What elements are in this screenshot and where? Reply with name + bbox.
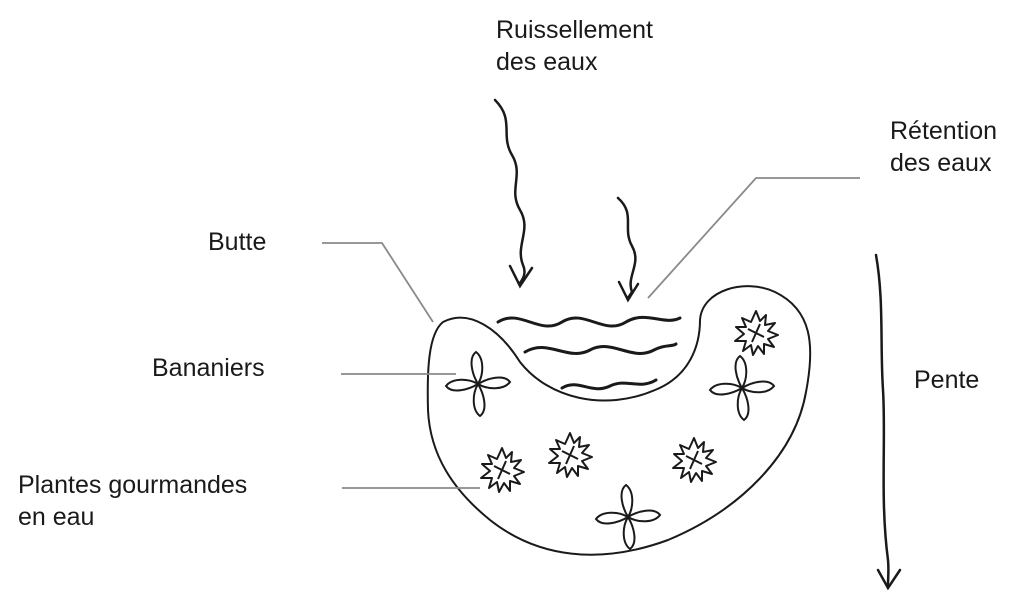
label-ruissellement: Ruissellement des eaux xyxy=(496,14,653,78)
water-wave-icon xyxy=(498,317,680,388)
label-plantes: Plantes gourmandes en eau xyxy=(18,469,247,533)
label-retention-line-2: des eaux xyxy=(890,147,997,179)
wavy-arrow-icon xyxy=(495,100,638,300)
water-loving-plant-icon xyxy=(735,311,778,355)
label-plantes-line-1: Plantes gourmandes xyxy=(18,469,247,501)
label-ruissellement-line-2: des eaux xyxy=(496,46,653,78)
banana-plant-icon xyxy=(596,485,660,549)
water-loving-plant-icon xyxy=(549,433,592,477)
label-ruissellement-line-1: Ruissellement xyxy=(496,14,653,46)
label-pente: Pente xyxy=(914,364,979,396)
banana-plant-icon xyxy=(446,352,510,416)
label-retention-line-1: Rétention xyxy=(890,115,997,147)
label-bananiers: Bananiers xyxy=(152,352,265,384)
label-butte: Butte xyxy=(208,226,266,258)
label-plantes-line-2: en eau xyxy=(18,501,247,533)
water-loving-plant-icon xyxy=(481,448,524,492)
water-loving-plant-icon xyxy=(673,438,716,482)
leader-line-retention xyxy=(648,178,860,298)
label-retention: Rétention des eaux xyxy=(890,115,997,179)
leader-line-butte xyxy=(322,243,433,322)
banana-plant-icon xyxy=(710,356,774,420)
slope-arrow-icon xyxy=(876,255,900,588)
